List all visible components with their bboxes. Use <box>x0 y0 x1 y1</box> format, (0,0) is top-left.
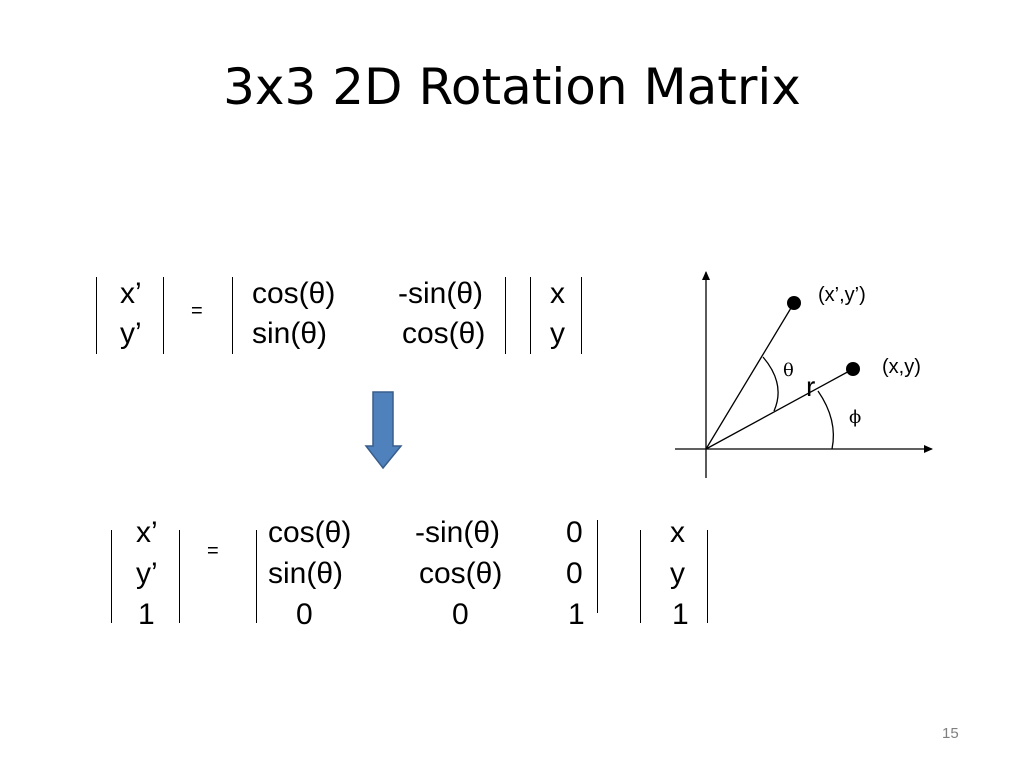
matrix-bracket <box>111 530 112 623</box>
phi-label: ϕ <box>849 407 862 428</box>
rot-cell: 0 <box>566 557 583 590</box>
lhs-x-prime: x’ <box>120 277 142 310</box>
rot-cell: cos(θ) <box>268 516 352 549</box>
vec-y: y <box>550 317 565 350</box>
matrix-bracket <box>707 530 708 623</box>
rot-cell: cos(θ) <box>402 317 486 350</box>
vec-y: y <box>670 557 685 590</box>
down-arrow-icon <box>364 391 403 470</box>
matrix-bracket <box>232 277 233 354</box>
slide-title: 3x3 2D Rotation Matrix <box>223 58 801 116</box>
matrix-bracket <box>256 530 257 623</box>
rot-cell: sin(θ) <box>268 557 344 590</box>
matrix-bracket <box>530 277 531 354</box>
lhs-one: 1 <box>138 598 155 631</box>
matrix-bracket <box>163 277 164 354</box>
rot-cell: -sin(θ) <box>415 516 501 549</box>
theta-arc <box>762 356 779 412</box>
matrix-bracket <box>581 277 582 354</box>
equals-sign: = <box>191 300 203 322</box>
original-vector <box>705 368 854 450</box>
rot-cell: sin(θ) <box>252 317 328 350</box>
radius-label: r <box>806 371 816 402</box>
rotated-point-label: (x’,y’) <box>818 284 866 306</box>
lhs-y-prime: y’ <box>136 557 158 590</box>
rot-cell: cos(θ) <box>419 557 503 590</box>
rot-cell: 0 <box>452 598 469 631</box>
rot-cell: 0 <box>296 598 313 631</box>
lhs-y-prime: y’ <box>120 317 142 350</box>
original-point-label: (x,y) <box>882 356 921 378</box>
equals-sign: = <box>207 540 219 562</box>
theta-label: θ <box>783 360 794 381</box>
phi-arc <box>817 390 835 450</box>
lhs-x-prime: x’ <box>136 516 158 549</box>
vec-x: x <box>550 277 565 310</box>
rot-cell: 1 <box>568 598 585 631</box>
page-number: 15 <box>942 725 959 742</box>
matrix-bracket <box>505 277 506 354</box>
vec-one: 1 <box>672 598 689 631</box>
rot-cell: cos(θ) <box>252 277 336 310</box>
rot-cell: 0 <box>566 516 583 549</box>
rotated-point <box>787 296 801 310</box>
matrix-bracket <box>640 530 641 623</box>
matrix-bracket <box>96 277 97 354</box>
vec-x: x <box>670 516 685 549</box>
matrix-bracket <box>179 530 180 623</box>
matrix-bracket <box>597 520 598 613</box>
rot-cell: -sin(θ) <box>398 277 484 310</box>
rotated-vector <box>705 302 795 450</box>
original-point <box>846 362 860 376</box>
